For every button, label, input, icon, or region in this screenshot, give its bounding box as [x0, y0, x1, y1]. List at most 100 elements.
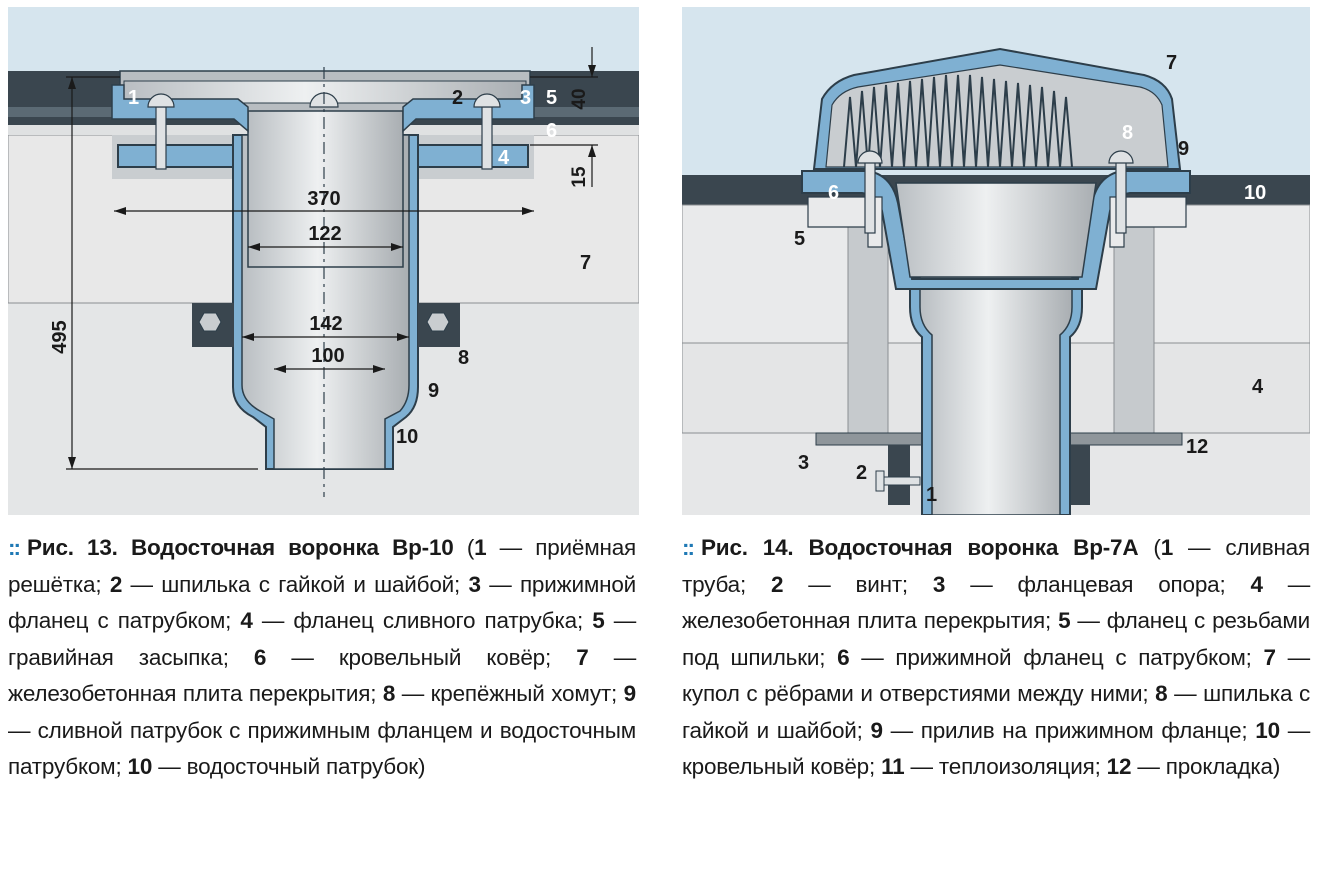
- legend-text: приёмная решётка: [8, 535, 636, 597]
- legend-text: сливной патрубок с прижимным фланцем и в…: [8, 717, 636, 780]
- callout-2: 2: [452, 87, 463, 109]
- legend-text: железобетонная плита перекрытия: [682, 608, 1046, 633]
- legend-text: винт: [855, 571, 902, 597]
- dimension-arrows: [68, 65, 596, 469]
- legend-number: 7: [576, 644, 589, 670]
- screw: [875, 470, 921, 492]
- dim-495: 495: [49, 320, 71, 353]
- drain-flange-right: [407, 144, 529, 168]
- funnel-neck: [247, 106, 404, 268]
- legend-text: шпилька с гайкой и шайбой: [161, 571, 455, 597]
- support-bracket-left: [888, 445, 910, 505]
- dimension-lines: [66, 47, 598, 470]
- callout-9: 9: [428, 380, 439, 402]
- vr10-cross-section: 370 122 142 100 495 40 15 1 2 3 4 5 6 7 …: [8, 7, 639, 515]
- legend-number: 10: [127, 754, 153, 779]
- bullet-icon: ::: [8, 535, 21, 560]
- callout-5: 5: [794, 228, 805, 250]
- figure-14-drawing: 1 2 3 4 5 6 7 8 9 10 12: [682, 7, 1310, 515]
- bullet-icon: ::: [682, 535, 695, 560]
- clamp-flange-right: [402, 84, 535, 133]
- legend-text: прижимной фланец с патрубком: [895, 644, 1246, 670]
- legend-number: 2: [770, 571, 784, 597]
- threaded-flange-left: [807, 196, 883, 248]
- funnel-body: [895, 182, 1097, 278]
- legend-number: 3: [468, 571, 482, 597]
- callout-10: 10: [396, 426, 418, 448]
- figure-13-drawing: 370 122 142 100 495 40 15 1 2 3 4 5 6 7 …: [8, 7, 639, 515]
- figure-13-caption: ::Рис. 13. Водосточная воронка Вр-10 (1 …: [8, 535, 637, 780]
- legend-number: 6: [837, 644, 850, 670]
- caption-fig-label: Рис. 13.: [27, 535, 118, 560]
- legend-number: 4: [240, 608, 253, 633]
- legend-text: кровельный ковёр: [682, 754, 869, 779]
- legend-number: 5: [1058, 608, 1071, 633]
- legend-number: 7: [1263, 644, 1277, 670]
- legend-number: 6: [253, 644, 267, 670]
- legend-number: 10: [1255, 717, 1280, 743]
- callout-2: 2: [856, 462, 867, 484]
- callout-8: 8: [458, 347, 469, 369]
- callout-4: 4: [1252, 376, 1264, 398]
- figure-14-caption: ::Рис. 14. Водосточная воронка Вр-7А (1 …: [682, 535, 1311, 779]
- callout-7: 7: [580, 252, 591, 274]
- dim-142: 142: [309, 313, 342, 335]
- caption-title: Водосточная воронка Вр-7А: [808, 535, 1139, 560]
- legend-number: 5: [592, 608, 605, 633]
- legend-text: кровельный ковёр: [338, 644, 545, 670]
- callout-3: 3: [798, 452, 809, 474]
- mounting-clamp-right: [418, 303, 460, 347]
- stud-left: [857, 150, 883, 234]
- legend-text: фланец с резьбами под шпильки: [682, 608, 1310, 670]
- caption-title: Водосточная воронка Вр-10: [130, 535, 454, 560]
- legend-number: 9: [623, 681, 637, 706]
- legend-text: прижимной фланец с патрубком: [8, 571, 636, 634]
- callout-5: 5: [546, 87, 557, 109]
- dome-ribs: [843, 74, 1073, 168]
- dim-40: 40: [569, 88, 590, 109]
- legend-text: теплоизоляция: [938, 754, 1095, 779]
- callout-8: 8: [1122, 122, 1133, 144]
- support-bracket-right: [1068, 445, 1090, 505]
- drain-flange-left: [117, 144, 241, 168]
- legend-text: шпилька с гайкой и шайбой: [682, 681, 1310, 743]
- legend-number: 8: [382, 681, 396, 706]
- legend-text: фланцевая опора: [1017, 571, 1220, 597]
- dim-370: 370: [307, 188, 340, 210]
- stud-bolt-right: [473, 93, 501, 170]
- legend-text: крепёжный хомут: [430, 681, 612, 706]
- callout-1: 1: [926, 484, 937, 506]
- legend-number: 4: [1250, 571, 1263, 597]
- dim-15: 15: [569, 166, 590, 188]
- legend-text: прокладка: [1165, 754, 1273, 779]
- legend-text: прилив на прижимном фланце: [920, 717, 1242, 743]
- caption-items: 1 — сливная труба; 2 — винт; 3 — фланцев…: [682, 535, 1311, 779]
- callout-3: 3: [520, 87, 531, 109]
- legend-text: фланец сливного патрубка: [293, 608, 577, 633]
- legend-number: 11: [881, 754, 905, 779]
- legend-number: 1: [474, 535, 487, 560]
- legend-number: 12: [1106, 754, 1132, 779]
- caption-items: 1 — приёмная решётка; 2 — шпилька с гайк…: [8, 535, 637, 780]
- legend-number: 8: [1155, 681, 1168, 706]
- vr7a-cross-section: 1 2 3 4 5 6 7 8 9 10 12: [682, 7, 1310, 515]
- legend-text: купол с рёбрами и отверстиями между ними: [682, 681, 1143, 706]
- callout-4: 4: [498, 147, 510, 169]
- callout-7: 7: [1166, 52, 1177, 74]
- legend-text: водосточный патрубок: [186, 754, 419, 779]
- stud-right: [1108, 150, 1134, 234]
- legend-number: 2: [109, 571, 123, 597]
- stud-bolt-left: [147, 93, 175, 170]
- callout-1: 1: [128, 87, 139, 109]
- legend-number: 1: [1160, 535, 1174, 560]
- legend-text: железобетонная плита перекрытия: [8, 681, 371, 706]
- callout-6: 6: [828, 182, 839, 204]
- callout-6: 6: [546, 120, 557, 142]
- mounting-clamp-left: [192, 303, 234, 347]
- sky-area: [8, 7, 639, 77]
- legend-number: 9: [870, 717, 884, 743]
- legend-number: 3: [932, 571, 946, 597]
- callout-9: 9: [1178, 138, 1189, 160]
- legend-text: сливная труба: [682, 535, 1310, 597]
- callout-12: 12: [1186, 436, 1208, 458]
